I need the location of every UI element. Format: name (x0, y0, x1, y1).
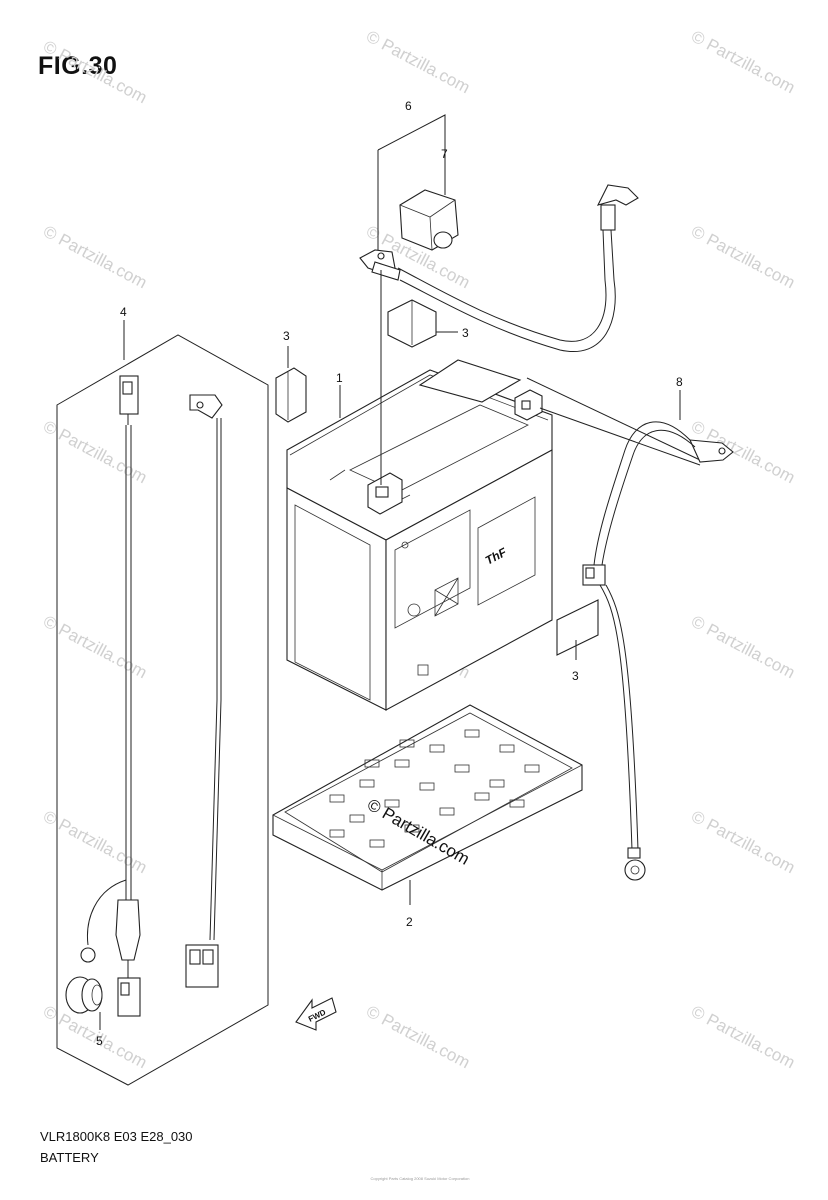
part-2-battery-tray (272, 704, 583, 891)
part-7-terminal-cover (399, 189, 459, 251)
watermark: © Partzilla.com (363, 27, 473, 98)
model-code: VLR1800K8 E03 E28_030 (40, 1129, 193, 1144)
callouts: 1 2 3 3 3 4 5 6 7 8 (96, 99, 683, 1048)
watermark: © Partzilla.com (363, 1002, 473, 1073)
callout-3-right: 3 (572, 669, 579, 683)
callout-leaders (99, 320, 681, 1030)
watermark: © Partzilla.com (40, 37, 150, 108)
part-3-pads (275, 299, 599, 656)
part-1-battery: ThF (286, 359, 553, 711)
callout-3-left: 3 (283, 329, 290, 343)
watermark: © Partzilla.com (688, 1002, 798, 1073)
figure-title: FIG.30 (38, 52, 118, 80)
harness-group-box (56, 334, 269, 1086)
copyright-line: Copyright Parts Catalog 2008 Suzuki Moto… (370, 1176, 470, 1181)
callout-3-top: 3 (462, 326, 469, 340)
callout-4: 4 (120, 305, 127, 319)
callout-8: 8 (676, 375, 683, 389)
callout-5: 5 (96, 1034, 103, 1048)
watermark: © Partzilla.com (688, 807, 798, 878)
watermark: © Partzilla.com (688, 27, 798, 98)
watermark: © Partzilla.com (40, 222, 150, 293)
tray-slots (329, 729, 540, 848)
part-5-cap (65, 976, 103, 1014)
callout-7: 7 (441, 147, 448, 161)
callout-6: 6 (405, 99, 412, 113)
part-8-negative-cable (526, 377, 734, 881)
watermark: © Partzilla.com (688, 612, 798, 683)
part-6-positive-cable (359, 184, 639, 352)
section-name: BATTERY (40, 1150, 99, 1165)
part-6-7-group-bracket (377, 114, 446, 255)
fwd-arrow-icon: FWD (295, 997, 337, 1031)
watermark: © Partzilla.com (688, 222, 798, 293)
part-4-harness (80, 375, 223, 1017)
callout-2: 2 (406, 915, 413, 929)
callout-1: 1 (336, 371, 343, 385)
